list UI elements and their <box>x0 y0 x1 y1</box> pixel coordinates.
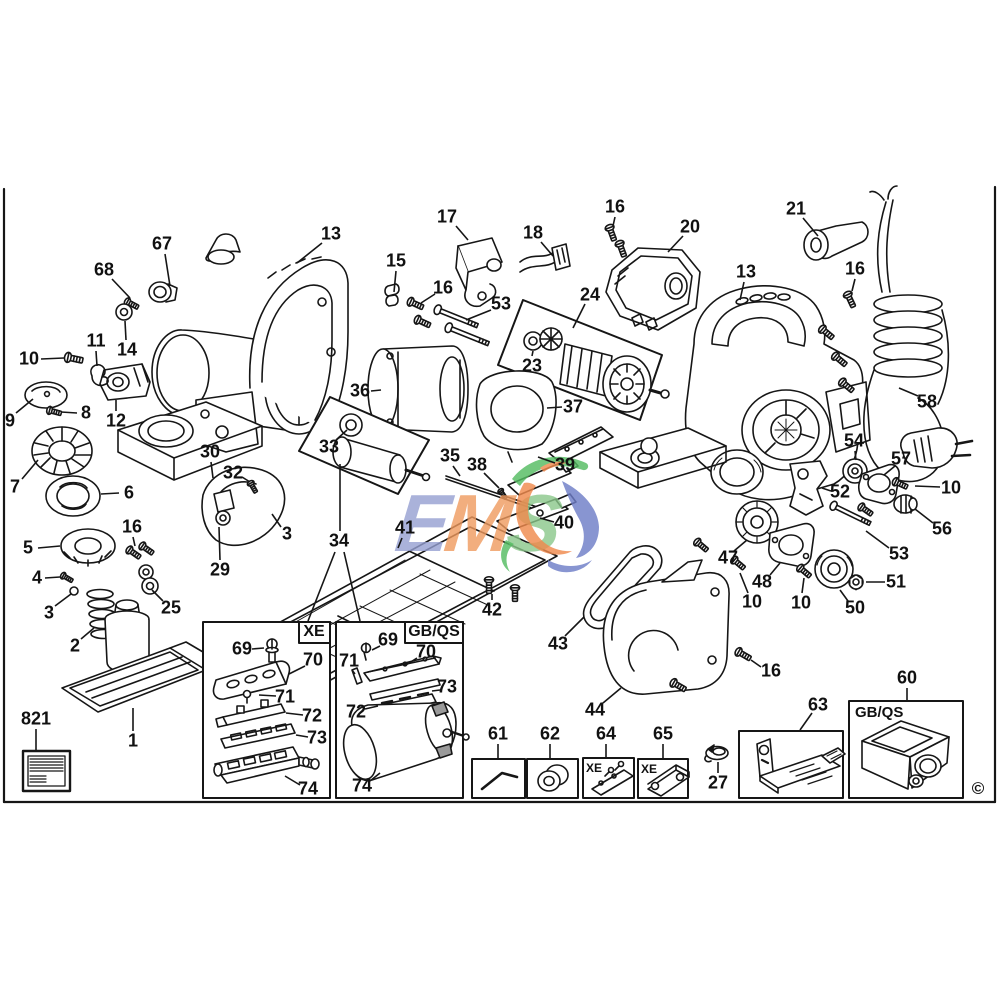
leader-line-44 <box>603 688 621 703</box>
leader-line-13 <box>297 243 322 263</box>
leader-line-10 <box>41 358 64 359</box>
accessory-boxes-drawing <box>472 701 963 798</box>
leader-line-39 <box>538 457 555 463</box>
leader-line-21 <box>803 218 818 236</box>
leader-line-37 <box>547 407 562 408</box>
box60-gbqs-tag: GB/QS <box>855 704 904 721</box>
leader-line-3 <box>272 514 281 527</box>
leader-line-33 <box>336 430 347 440</box>
belt-and-cover-drawing <box>584 546 754 694</box>
switch-and-motor-drawing <box>385 222 700 350</box>
leader-line-30 <box>211 462 213 478</box>
leader-line-9 <box>16 399 33 413</box>
drum-box-drawing <box>299 397 430 494</box>
leader-line-23 <box>532 351 533 356</box>
leader-line-16 <box>421 294 435 303</box>
leader-line-69 <box>252 648 264 649</box>
leader-line-67 <box>165 254 170 286</box>
leader-line-35 <box>453 466 460 476</box>
main-housing-right-drawing <box>600 222 870 555</box>
leader-line-16 <box>613 217 615 226</box>
leader-line-41 <box>398 538 402 548</box>
leader-line-40 <box>540 518 554 522</box>
leader-line-32 <box>242 477 250 482</box>
leader-line-72 <box>365 706 378 709</box>
leader-line-50 <box>840 590 848 601</box>
leader-line-74 <box>370 773 380 781</box>
leader-line-34 <box>308 552 335 621</box>
leader-line-36 <box>371 390 381 391</box>
leader-line-34 <box>344 552 360 621</box>
leader-line-43 <box>565 617 584 636</box>
power-cord-drawing <box>864 186 972 482</box>
leader-line-7 <box>22 460 38 479</box>
leader-line-70 <box>289 666 305 674</box>
copyright-mark: © <box>971 779 985 798</box>
leader-line-16 <box>852 279 855 291</box>
leader-line-47 <box>734 540 747 551</box>
leader-line-53 <box>466 310 491 320</box>
leader-line-53 <box>866 531 889 548</box>
leader-line-48 <box>770 563 780 575</box>
leader-line-11 <box>96 351 97 366</box>
leader-line-29 <box>219 527 220 560</box>
leader-line-71 <box>352 670 355 674</box>
adjust-base-drawing <box>62 600 206 712</box>
leader-line-10 <box>802 578 804 593</box>
leader-line-15 <box>394 271 396 292</box>
leader-line-16 <box>133 537 135 546</box>
leader-line-25 <box>152 590 163 601</box>
armature-box-drawing <box>498 300 669 420</box>
leader-line-5 <box>38 546 60 548</box>
leader-line-73 <box>432 690 440 691</box>
leader-line-16 <box>751 660 761 667</box>
leader-line-71 <box>259 695 276 696</box>
xe-box-tag: XE <box>303 623 325 640</box>
leader-line-72 <box>286 713 303 715</box>
leader-line-18 <box>541 242 553 256</box>
leader-line-24 <box>573 304 585 328</box>
leader-line-20 <box>668 236 683 252</box>
leader-line-6 <box>101 493 119 494</box>
leader-line-69 <box>372 646 380 650</box>
gbqs-kit-box-drawing <box>336 622 469 798</box>
box64-xe-tag: XE <box>586 761 603 775</box>
leader-line-17 <box>456 226 468 240</box>
leader-line-14 <box>125 321 126 340</box>
leader-line-54 <box>855 451 856 460</box>
front-knob-parts-drawing <box>25 282 272 639</box>
box65-xe-tag: XE <box>641 762 658 776</box>
bearing-pulley-parts-drawing <box>728 459 917 590</box>
leader-line-52 <box>822 488 831 491</box>
leader-line-56 <box>915 509 933 523</box>
leader-line-38 <box>484 473 499 488</box>
leader-line-73 <box>296 735 308 737</box>
leader-line-70 <box>406 658 417 665</box>
gbqs-box-tag: GB/QS <box>408 623 460 640</box>
leader-line-10 <box>740 573 748 593</box>
leader-line-58 <box>899 388 918 396</box>
leader-line-13 <box>740 282 744 300</box>
leader-line-8 <box>61 412 77 413</box>
main-housing-left-drawing <box>118 234 348 480</box>
leader-line-10 <box>915 486 940 487</box>
leader-line-63 <box>800 713 812 730</box>
xe-kit-box-drawing <box>203 622 330 798</box>
leader-line-68 <box>112 279 130 298</box>
leader-line-57 <box>884 466 895 475</box>
rating-label-821-drawing <box>23 751 70 791</box>
leader-line-74 <box>285 776 300 785</box>
leader-line-2 <box>81 628 94 639</box>
leader-line-4 <box>45 577 60 578</box>
field-housing-drawing <box>368 346 556 462</box>
page-frame <box>4 187 995 802</box>
chip-deflector-drawing <box>202 467 285 545</box>
leader-line-3 <box>55 594 71 606</box>
